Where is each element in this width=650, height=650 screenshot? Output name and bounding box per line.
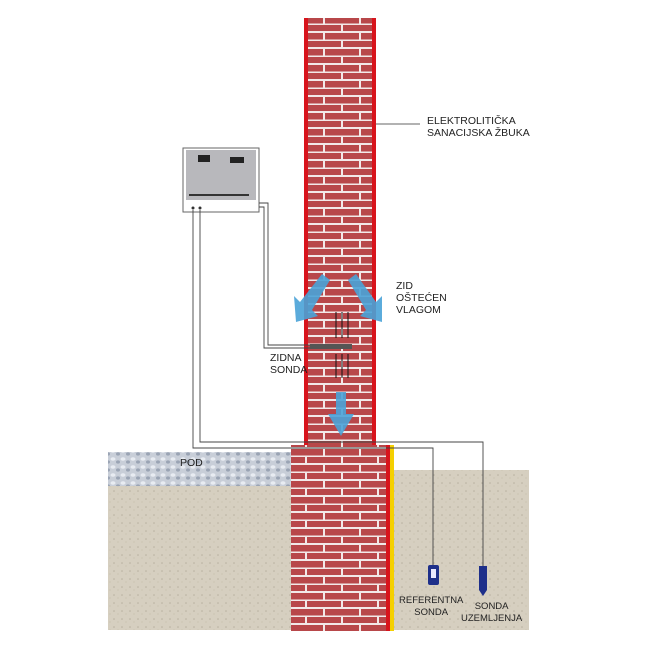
- wires: [192, 202, 484, 568]
- render-left: [304, 18, 308, 446]
- ground-probe: [479, 566, 487, 596]
- render-right: [372, 18, 376, 446]
- current-arrows: [335, 312, 349, 378]
- foundation-wall: [291, 445, 390, 631]
- render-foundation: [386, 445, 390, 631]
- yellow-layer: [390, 445, 394, 631]
- upper-wall: [304, 18, 376, 446]
- moisture-arrows: [294, 274, 382, 436]
- gravel-floor: [108, 452, 293, 486]
- label-floor: POD: [180, 457, 203, 469]
- wall-probe: [310, 344, 352, 349]
- control-device: [182, 147, 260, 213]
